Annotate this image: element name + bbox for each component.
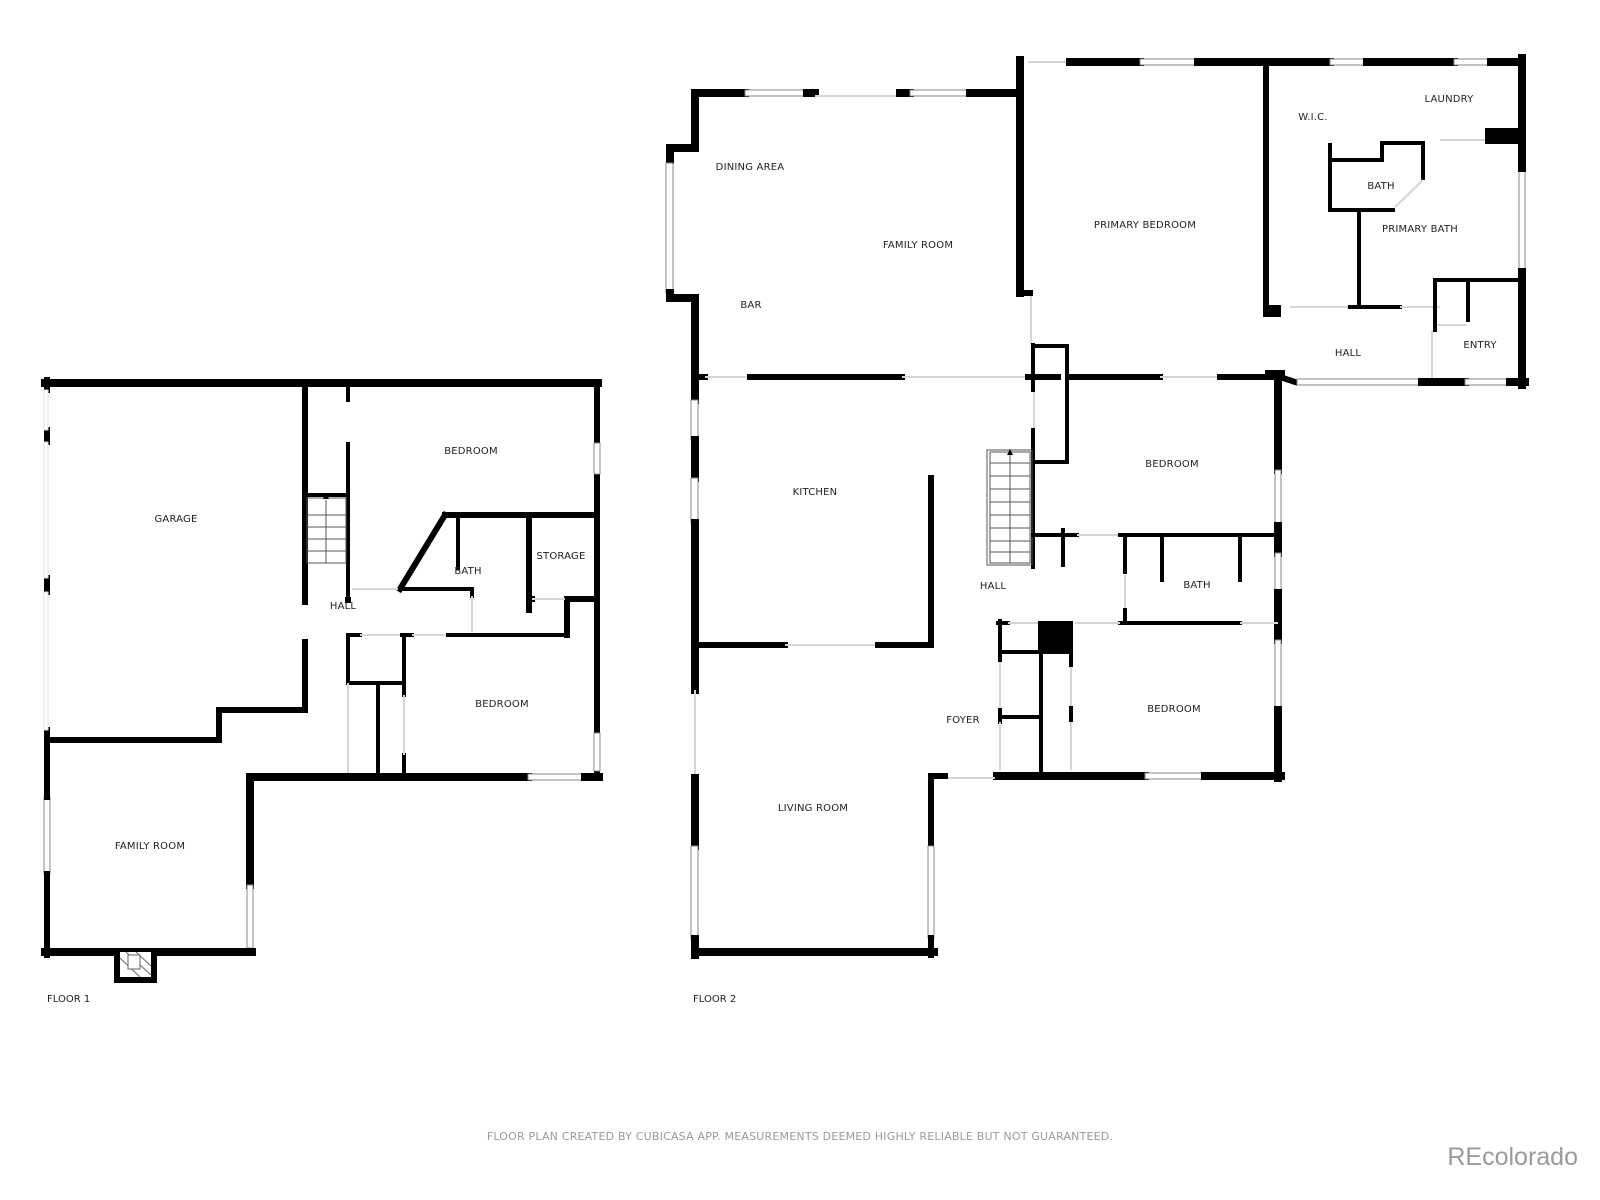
room-label-bath-primary-small: BATH	[1367, 181, 1394, 192]
floor-2-plan: DINING AREA FAMILY ROOM BAR PRIMARY BEDR…	[665, 54, 1529, 1005]
room-label-bedroom-top: BEDROOM	[444, 446, 498, 457]
room-label-hall-2: HALL	[980, 581, 1007, 592]
fireplace-icon	[114, 950, 157, 983]
room-label-entry: ENTRY	[1463, 340, 1497, 351]
room-label-family-room-2: FAMILY ROOM	[883, 240, 953, 251]
room-label-foyer: FOYER	[946, 715, 979, 726]
room-label-laundry: LAUNDRY	[1425, 94, 1475, 105]
room-label-wic: W.I.C.	[1298, 112, 1327, 123]
stairs-floor-2	[986, 449, 1033, 566]
room-label-primary-bedroom: PRIMARY BEDROOM	[1094, 220, 1196, 231]
brand-logo: REcolorado	[1447, 1143, 1578, 1171]
room-label-bedroom-bottom: BEDROOM	[475, 699, 529, 710]
room-label-bedroom-bottom-2: BEDROOM	[1147, 704, 1201, 715]
room-label-hall: HALL	[330, 601, 357, 612]
room-label-hall-upper: HALL	[1335, 348, 1362, 359]
room-label-bath-2: BATH	[1183, 580, 1210, 591]
floor-1-plan: GARAGE BEDROOM BATH STORAGE HALL BEDROOM…	[41, 377, 603, 1005]
floor-1-label: FLOOR 1	[47, 994, 90, 1005]
room-label-family-room: FAMILY ROOM	[115, 841, 185, 852]
room-label-bath: BATH	[454, 566, 481, 577]
room-label-primary-bath: PRIMARY BATH	[1382, 224, 1458, 235]
room-label-living-room: LIVING ROOM	[778, 803, 848, 814]
room-label-kitchen: KITCHEN	[793, 487, 838, 498]
disclaimer-text: FLOOR PLAN CREATED BY CUBICASA APP. MEAS…	[486, 1130, 1114, 1143]
room-label-bar: BAR	[740, 300, 761, 311]
room-label-bedroom-top-2: BEDROOM	[1145, 459, 1199, 470]
room-label-storage: STORAGE	[536, 551, 585, 562]
floor-2-label: FLOOR 2	[693, 994, 736, 1005]
room-label-garage: GARAGE	[154, 514, 197, 525]
room-label-dining-area: DINING AREA	[716, 162, 785, 173]
stairs-floor-1	[306, 493, 347, 564]
